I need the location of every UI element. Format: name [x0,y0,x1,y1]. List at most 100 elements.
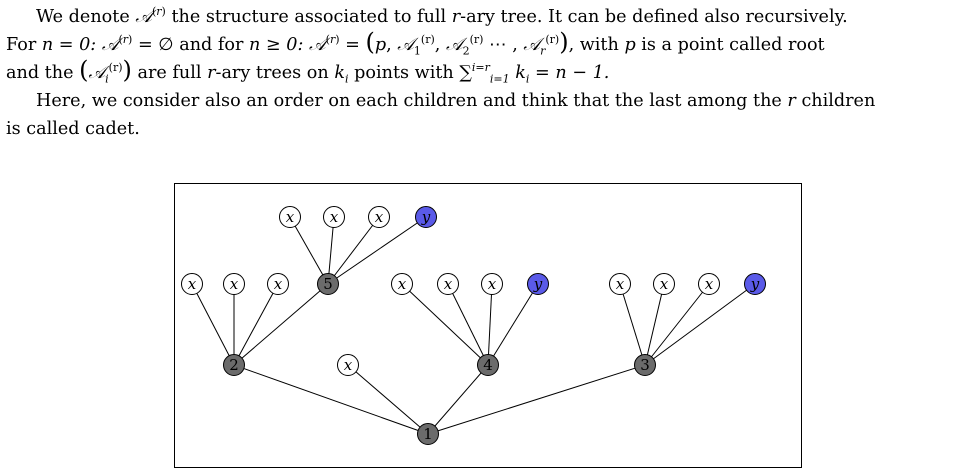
tree-edge [191,283,235,366]
tree-node-x6: x [267,273,289,295]
tree-node-5: 5 [317,273,339,295]
text-span: are full [137,63,202,83]
text-span: children [801,91,876,111]
tree-node-y1: y [415,206,437,228]
node-circle [698,273,720,295]
tree-figure: 1 2 3 4 5 x x x x x x x y x x x y x x x y [174,183,802,468]
tree-node-y3: y [744,273,766,295]
node-label: x [344,356,353,374]
text-span: and the [6,63,74,83]
text-span: is a point called root [641,35,825,55]
paragraph-1: We denote 𝒜(r) the structure associated … [6,5,848,86]
node-circle [477,354,499,376]
node-circle [317,273,339,295]
node-label: x [660,275,669,293]
text-span: -ary tree. It can be defined also recurs… [460,7,848,27]
node-label: x [398,275,407,293]
text-span: the structure associated to full [171,7,447,27]
node-circle [337,354,359,376]
node-circle [527,273,549,295]
tree-edge [347,364,429,435]
tree-edge [427,364,489,435]
tree-edge [619,283,646,366]
node-circle [223,354,245,376]
node-circle [744,273,766,295]
tree-edge [289,216,329,285]
text-span: is called cadet. [6,119,140,139]
node-label: x [274,275,283,293]
paper-text: We denote 𝒜(r) the structure associated … [6,3,968,143]
tree-edge [233,364,429,435]
node-label: y [533,275,543,293]
tree-node-x13: x [698,273,720,295]
tree-edge [327,216,380,285]
node-label: y [750,275,760,293]
text-span: We denote [36,7,130,27]
tree-node-2: 2 [223,354,245,376]
node-label: x [444,275,453,293]
tree-edge [233,283,279,366]
tree-edge [487,283,539,366]
tree-node-4: 4 [477,354,499,376]
node-label: 3 [640,356,650,374]
node-circle [415,206,437,228]
tree-edge [327,216,427,285]
tree-edge [327,216,335,285]
node-circle [323,206,345,228]
tree-node-x2: x [323,206,345,228]
node-label: 1 [423,425,433,443]
tree-node-y2: y [527,273,549,295]
tree-node-x8: x [391,273,413,295]
node-label: x [616,275,625,293]
node-circle [653,273,675,295]
tree-node-x11: x [609,273,631,295]
text-span: , with [568,35,619,55]
tree-node-3: 3 [634,354,656,376]
node-label: 2 [229,356,239,374]
node-circle [267,273,289,295]
node-circle [609,273,631,295]
text-span: and for [179,35,244,55]
tree-nodes: 1 2 3 4 5 x x x x x x x y x x x y x x x y [181,206,766,445]
node-circle [368,206,390,228]
tree-node-x7: x [337,354,359,376]
node-label: x [488,275,497,293]
tree-edges [191,216,756,435]
node-label: x [188,275,197,293]
node-label: 5 [323,275,333,293]
node-label: x [705,275,714,293]
node-circle [417,423,439,445]
node-label: x [230,275,239,293]
tree-node-x10: x [481,273,503,295]
tree-node-x4: x [181,273,203,295]
node-label: x [375,208,384,226]
tree-node-x5: x [223,273,245,295]
tree-edge [401,283,489,366]
math-A: 𝒜 [135,7,152,27]
tree-edge [233,283,329,366]
tree-node-x1: x [279,206,301,228]
node-circle [279,206,301,228]
figure-frame [174,183,802,468]
node-circle [481,273,503,295]
node-label: 4 [483,356,493,374]
tree-edge [447,283,489,366]
tree-edge [644,283,665,366]
tree-node-x9: x [437,273,459,295]
tree-edge [644,283,756,366]
node-circle [437,273,459,295]
node-circle [391,273,413,295]
text-span: -ary trees on [215,63,329,83]
tree-node-1: 1 [417,423,439,445]
tree-edge [427,364,646,435]
node-circle [634,354,656,376]
node-label: x [286,208,295,226]
text-span: Here, we consider also an order on each … [36,91,782,111]
text-span: points with [354,63,454,83]
tree-node-x3: x [368,206,390,228]
tree-node-x12: x [653,273,675,295]
text-span: For [6,35,37,55]
node-label: y [421,208,431,226]
node-label: x [330,208,339,226]
node-circle [223,273,245,295]
